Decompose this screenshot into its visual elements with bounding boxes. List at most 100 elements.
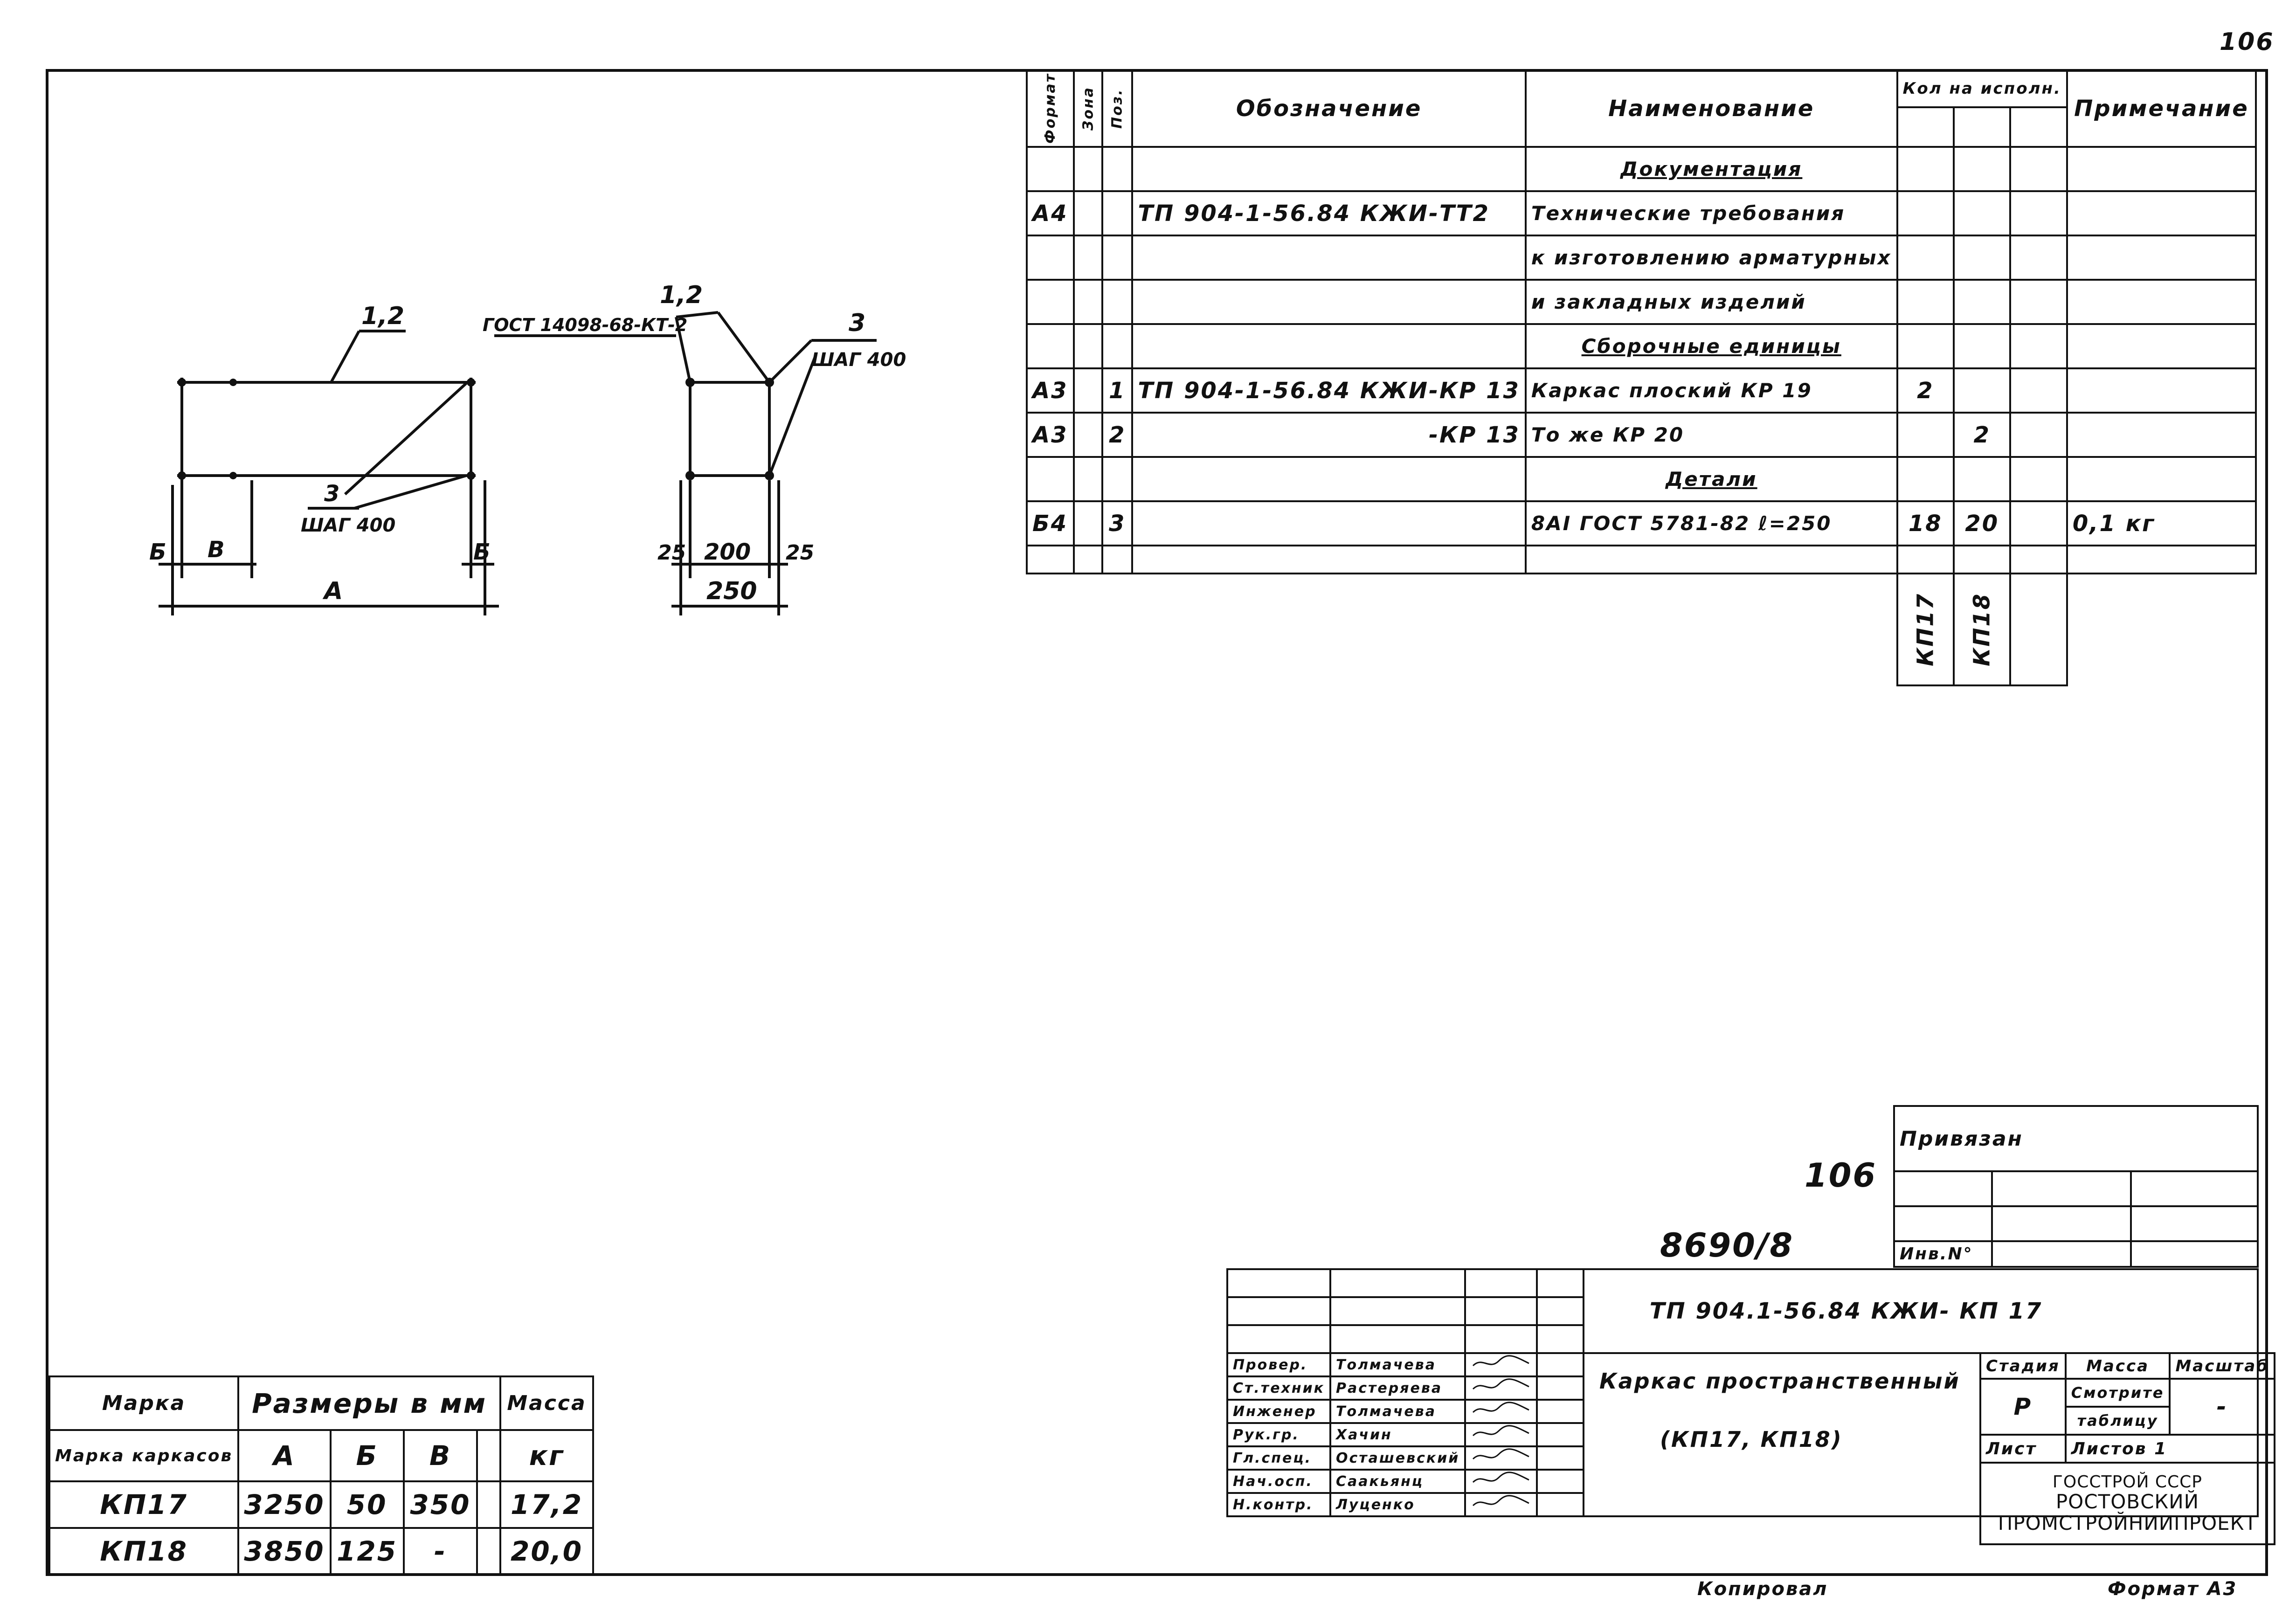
spec-row: Детали (1026, 456, 2257, 502)
spec-cell-zone (1072, 500, 1104, 546)
spec-row: к изготовлению арматурных (1026, 235, 2257, 281)
binding-title: Привязан (1893, 1105, 2259, 1172)
signature-role: Н.контр. (1226, 1492, 1331, 1517)
spec-cell-name: То же КР 20 (1524, 412, 1898, 458)
spec-cell-pos: 1 (1101, 367, 1134, 414)
front-dim-v: В (207, 537, 225, 563)
sheet-label: Лист (1979, 1434, 2067, 1464)
spec-cell-qty-kp18 (1952, 146, 2012, 192)
signature-name: Осташевский (1329, 1445, 1466, 1471)
section-pos-top: 1,2 (660, 281, 703, 309)
spec-cell-name: Сборочные единицы (1524, 323, 1898, 369)
spec-cell-format: Б4 (1026, 500, 1075, 546)
spec-cell-designation: ТП 904-1-56.84 КЖИ-КР 13 (1131, 367, 1527, 414)
stage-header: Стадия (1979, 1352, 2067, 1380)
signature-row: Н.контр.Луценко (1226, 1492, 2258, 1517)
dims-row-mass: 17,2 (499, 1480, 594, 1529)
spec-cell-qty-kp17 (1896, 235, 1955, 281)
org-line-1: ГОССТРОЙ СССР (2052, 1472, 2202, 1492)
spec-cell-designation (1131, 500, 1527, 546)
signature-mark (1464, 1469, 1538, 1494)
spec-cell-pos: 2 (1101, 412, 1134, 458)
spec-cell-note (2066, 412, 2257, 458)
spec-cell-name: Детали (1524, 456, 1898, 502)
spec-cell-qty-extra (2009, 323, 2068, 369)
signature-role: Ст.техник (1226, 1375, 1331, 1401)
spec-row (1026, 545, 2257, 574)
handwritten-8690: 8690/8 (1660, 1226, 1794, 1265)
spec-cell-qty-kp18 (1952, 367, 2012, 414)
front-dim-a: А (322, 577, 343, 605)
dims-header-b: Б (329, 1429, 405, 1482)
signature-name: Толмачева (1329, 1399, 1466, 1424)
stage-value: Р (1979, 1378, 2067, 1436)
signature-role: Гл.спец. (1226, 1445, 1331, 1471)
spec-cell-format (1026, 146, 1075, 192)
spec-cell-qty-kp17 (1896, 279, 1955, 325)
spec-cell-format: А3 (1026, 412, 1075, 458)
spec-cell-qty-extra (2009, 545, 2068, 574)
signature-mark (1464, 1375, 1538, 1401)
spec-cell-format (1026, 545, 1075, 574)
dims-row-a: 3850 (237, 1527, 332, 1576)
spec-cell-format: А4 (1026, 190, 1075, 236)
spec-cell-designation (1131, 279, 1527, 325)
inv-label: Инв.N° (1893, 1240, 1993, 1268)
signature-mark (1464, 1445, 1538, 1471)
spec-cell-qty-kp17 (1896, 323, 1955, 369)
scale-header: Масштаб (2169, 1352, 2275, 1380)
spec-cell-note (2066, 279, 2257, 325)
spec-cell-zone (1072, 146, 1104, 192)
spec-row: и закладных изделий (1026, 279, 2257, 325)
spec-cell-zone (1072, 323, 1104, 369)
dims-header-mark-1: Марка (48, 1375, 240, 1431)
page-number: 106 (2220, 28, 2275, 56)
dims-row-v: - (402, 1527, 478, 1576)
signature-row: Нач.осп.Саакьянц (1226, 1469, 2258, 1494)
sheets-label: Листов 1 (2064, 1434, 2275, 1464)
spec-cell-pos (1101, 235, 1134, 281)
signature-name: Саакьянц (1329, 1469, 1466, 1494)
spec-cell-qty-extra (2009, 367, 2068, 414)
spec-header-note: Примечание (2066, 69, 2257, 148)
spec-cell-name: Документация (1524, 146, 1898, 192)
exec-label-kp18: КП18 (1953, 574, 2011, 685)
spec-cell-qty-extra (2009, 456, 2068, 502)
spec-cell-qty-extra (2009, 500, 2068, 546)
spec-cell-pos (1101, 456, 1134, 502)
spec-cell-designation (1131, 456, 1527, 502)
spec-row: Документация (1026, 146, 2257, 192)
spec-header-qty: Кол на исполн. (1896, 69, 2068, 108)
spec-cell-pos (1101, 545, 1134, 574)
scale-value: - (2169, 1378, 2275, 1436)
spec-cell-qty-kp17 (1896, 456, 1955, 502)
spec-cell-note (2066, 367, 2257, 414)
section-dim-total: 250 (706, 577, 757, 605)
spec-cell-zone (1072, 545, 1104, 574)
section-step: ШАГ 400 (811, 349, 906, 371)
spec-cell-designation (1131, 323, 1527, 369)
spec-cell-name: Технические требования (1524, 190, 1898, 236)
doc-code: ТП 904.1-56.84 КЖИ- КП 17 (1582, 1268, 2259, 1354)
dims-row-mark: КП17 (48, 1480, 240, 1529)
handwritten-106: 106 (1805, 1156, 1877, 1195)
signature-name: Толмачева (1329, 1352, 1466, 1377)
spec-cell-qty-kp18: 20 (1952, 500, 2012, 546)
doc-name-1: Каркас пространственный (1599, 1368, 1960, 1394)
section-dim-left: 25 (657, 541, 686, 565)
spec-cell-pos (1101, 190, 1134, 236)
spec-cell-format (1026, 456, 1075, 502)
section-pos-right: 3 (849, 309, 865, 337)
spec-cell-name (1524, 545, 1898, 574)
spec-cell-qty-extra (2009, 235, 2068, 281)
dims-header-mass: Масса (499, 1375, 594, 1431)
spec-cell-name: и закладных изделий (1524, 279, 1898, 325)
mass-value-1: Смотрите (2064, 1378, 2171, 1408)
dims-row-mass: 20,0 (499, 1527, 594, 1576)
binding-block: Привязан Инв.N° (1893, 1105, 2259, 1268)
dims-header-a: А (237, 1429, 332, 1482)
organization: ГОССТРОЙ СССР РОСТОВСКИЙ ПРОМСТРОЙНИИПРО… (1979, 1462, 2275, 1545)
spec-cell-format (1026, 279, 1075, 325)
spec-cell-qty-kp18 (1952, 190, 2012, 236)
